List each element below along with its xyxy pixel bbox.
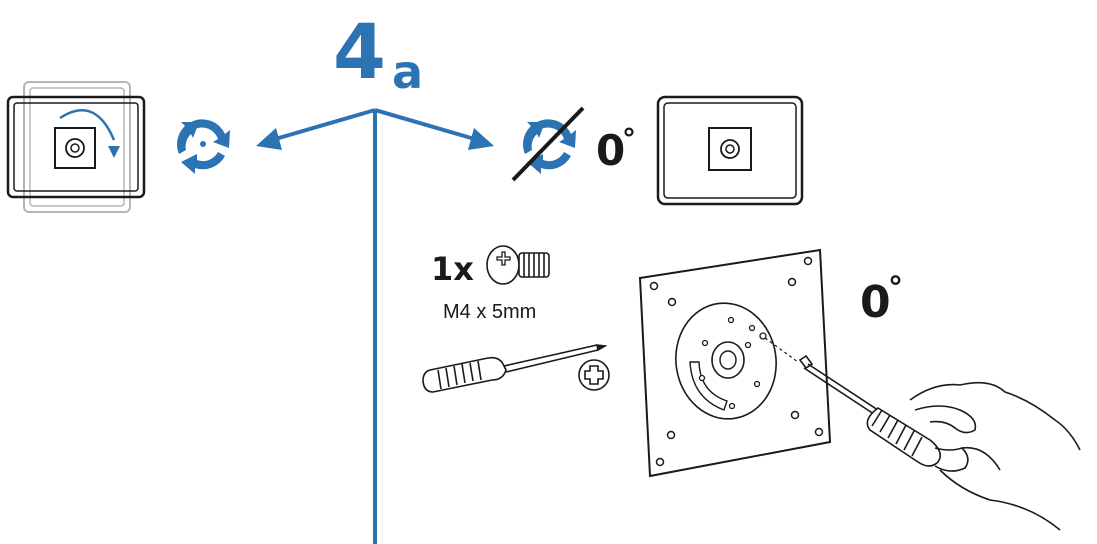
monitor-bezel [13, 102, 139, 192]
fixed-angle-label: 0 ° [596, 122, 636, 175]
fixed-monitor-illustration [656, 95, 804, 206]
branch-connector [271, 108, 479, 544]
screw-icon [486, 245, 550, 285]
hand-outline-bottom [939, 469, 1061, 531]
screw-insertion-guide [764, 337, 799, 363]
screw-quantity: 1x [431, 250, 474, 288]
ghost-frame-inner [29, 87, 125, 207]
mounting-plate [638, 248, 832, 478]
monitor-frame [6, 95, 146, 199]
phillips-screwdriver-icon [422, 344, 608, 393]
step-sub-letter: a [392, 45, 423, 99]
left-branch-line [271, 108, 376, 142]
rotation-arrows-icon [177, 119, 230, 174]
hand-screwdriver-illustration [798, 354, 1081, 531]
fixed-angle-degree: ° [622, 122, 636, 155]
hand-finger [934, 447, 969, 472]
rotatable-monitor-illustration [6, 81, 146, 213]
mount-square [54, 127, 96, 169]
strike-through-line [511, 106, 585, 182]
rotate-direction-arrow [59, 108, 116, 141]
ghost-frame [23, 81, 131, 213]
arc-slot [689, 361, 728, 411]
install-angle-degree: ° [888, 271, 903, 306]
right-branch-line [374, 108, 479, 142]
left-arrowhead-icon [256, 128, 282, 150]
screw-spec-label: M4 x 5mm [443, 301, 536, 323]
monitor-frame [656, 95, 804, 206]
hand-thumb [914, 405, 977, 434]
phillips-head-icon [578, 359, 610, 391]
hand-outline-top [909, 381, 1081, 451]
step-header: 4 a [333, 7, 423, 99]
rotation-locked-icon [511, 106, 585, 182]
monitor-bezel [663, 102, 797, 199]
install-angle-label: 0 ° [860, 271, 903, 328]
install-angle-value: 0 [860, 277, 891, 328]
fixed-angle-value: 0 [596, 126, 625, 175]
step-number: 4 [333, 7, 386, 96]
right-arrowhead-icon [468, 128, 494, 150]
hardware-callout: 1x M4 x 5mm [431, 245, 550, 323]
mount-square [708, 127, 752, 171]
